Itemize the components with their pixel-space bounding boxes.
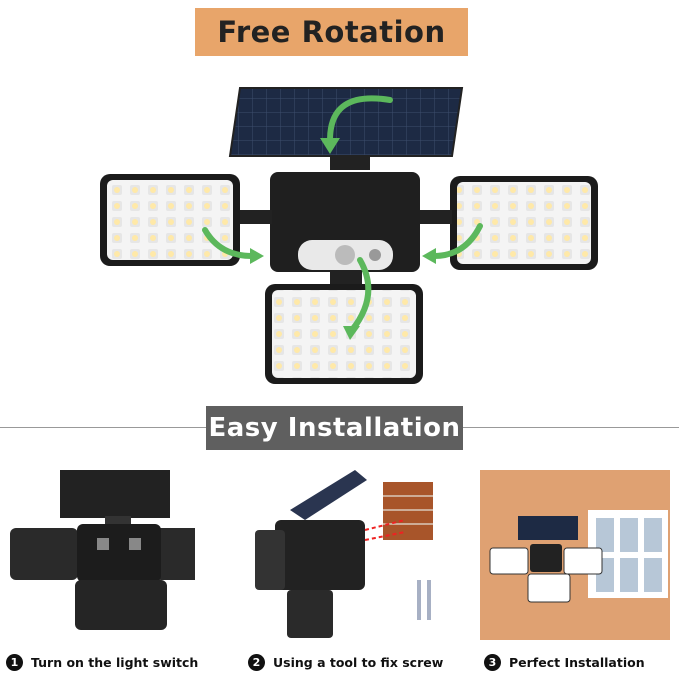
step-3-number: 3 [484,654,501,671]
right-light-head [420,176,598,270]
solar-light-product-illustration [100,87,598,384]
bottom-light-head [265,270,423,384]
step-3-image [480,470,670,640]
step-2-label: Using a tool to fix screw [273,655,444,670]
free-rotation-title: Free Rotation [217,15,446,49]
solar-panel [228,87,464,170]
free-rotation-banner: Free Rotation [195,8,468,56]
step-3-label: Perfect Installation [509,655,645,670]
step-1-image [10,470,195,630]
step-2-caption: 2 Using a tool to fix screw [248,654,443,671]
divider-right [463,427,679,428]
rotation-arrows [202,95,483,333]
step-3-caption: 3 Perfect Installation [484,654,645,671]
easy-installation-title: Easy Installation [208,413,461,443]
step-1-label: Turn on the light switch [31,655,199,670]
easy-installation-banner: Easy Installation [206,406,463,450]
left-light-head [100,174,272,266]
step-1-caption: 1 Turn on the light switch [6,654,198,671]
divider-left [0,427,206,428]
center-body [270,172,420,272]
step-2-number: 2 [248,654,265,671]
step-1-number: 1 [6,654,23,671]
step-2-image [255,470,433,638]
